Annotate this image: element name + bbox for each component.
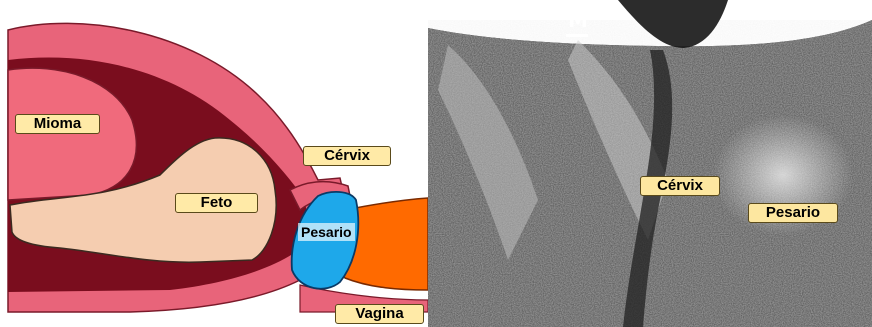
label-feto: Feto [175,193,258,213]
ultrasound-panel: M Cérvix Pesario [428,0,872,327]
label-mioma: Mioma [15,114,100,134]
anatomy-diagram-panel: Mioma Feto Cérvix Pesario Vagina [0,0,428,327]
label-cervix: Cérvix [303,146,391,166]
label-vagina: Vagina [335,304,424,324]
marker-underline [566,34,588,37]
ultrasound-label-pesario: Pesario [748,203,838,223]
ultrasound-label-cervix: Cérvix [640,176,720,196]
ultrasound-image [428,0,872,327]
label-pesario: Pesario [298,223,355,241]
marker-label: M [568,10,588,30]
